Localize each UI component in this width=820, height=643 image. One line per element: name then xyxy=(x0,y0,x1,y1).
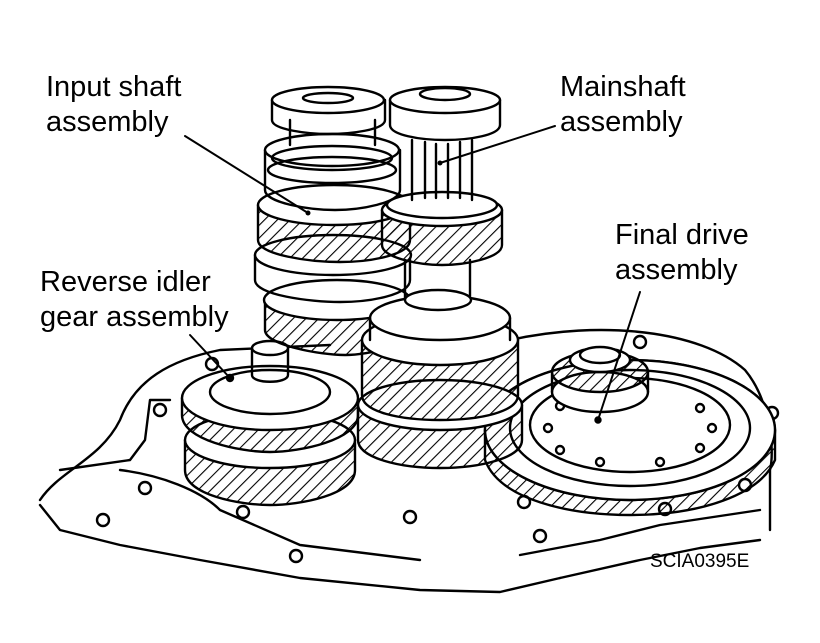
reverse-idler-label: Reverse idler gear assembly xyxy=(40,265,229,335)
input-shaft-label: Input shaft assembly xyxy=(46,70,181,140)
leader-lines xyxy=(184,125,641,421)
final-drive-label: Final drive assembly xyxy=(615,218,749,288)
reverse-idler-gear-assembly xyxy=(180,339,360,507)
mainshaft-assembly xyxy=(356,85,524,470)
mainshaft-label-line-1: Mainshaft xyxy=(560,71,686,103)
reverse-idler-label-line-1: Reverse idler xyxy=(40,266,211,298)
final-drive-label-line-1: Final drive xyxy=(615,219,749,251)
transaxle-case xyxy=(38,328,780,594)
final-drive-assembly xyxy=(483,345,777,517)
mainshaft-label-line-2: assembly xyxy=(560,106,683,138)
mainshaft-label: Mainshaft assembly xyxy=(560,70,686,140)
input-shaft-label-line-2: assembly xyxy=(46,106,169,138)
final-drive-label-line-2: assembly xyxy=(615,254,738,286)
figure-code: SCIA0395E xyxy=(650,551,750,572)
reverse-idler-label-line-2: gear assembly xyxy=(40,301,229,333)
input-shaft-label-line-1: Input shaft xyxy=(46,71,182,103)
